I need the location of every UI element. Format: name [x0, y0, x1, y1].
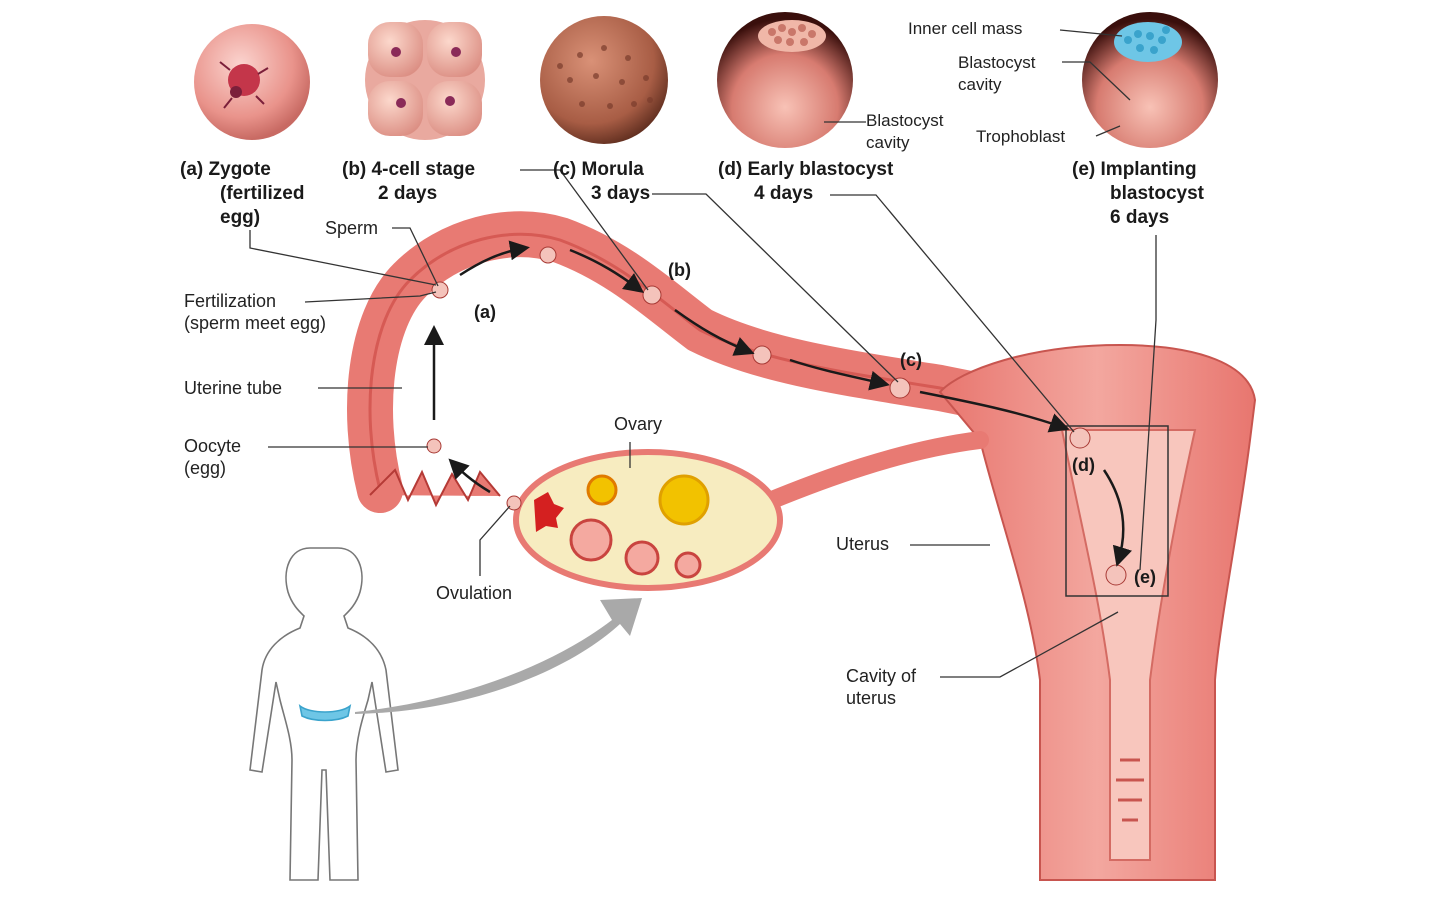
label-ovary: Ovary: [614, 414, 663, 434]
stage-name-cont: egg): [220, 207, 261, 228]
leader-lines: [249, 29, 1157, 678]
stage-letter: (e): [1072, 159, 1096, 180]
woman-silhouette: [249, 547, 399, 881]
zygote-illustration: [194, 24, 310, 140]
stage-name: Implanting: [1100, 159, 1197, 180]
site-marker-c: (c): [900, 350, 922, 370]
stage-label-zygote: (a) Zygote (fertilized egg): [180, 158, 304, 230]
label-blastocyst-cavity-e: Blastocyst cavity: [958, 53, 1036, 94]
label-oocyte: Oocyte (egg): [184, 436, 242, 478]
four-cell-illustration: [365, 20, 485, 140]
site-marker-a: (a): [474, 302, 496, 322]
stage-letter: (a): [180, 159, 204, 180]
site-marker-e: (e): [1134, 567, 1156, 587]
morula-illustration: [540, 16, 668, 144]
stage-label-morula: (c) Morula 3 days: [553, 158, 650, 206]
stage-letter: (b): [342, 159, 367, 180]
stage-time: 6 days: [1110, 207, 1170, 228]
stage-time: 2 days: [378, 183, 438, 204]
stage-name: Morula: [581, 159, 644, 180]
stage-name-cont: (fertilized: [220, 183, 305, 204]
stage-letter: (d): [718, 159, 743, 180]
stage-name: 4-cell stage: [371, 159, 476, 180]
label-ovulation: Ovulation: [436, 583, 513, 603]
stage-label-early-blastocyst: (d) Early blastocyst 4 days: [718, 158, 893, 206]
embryo-path: [426, 246, 1127, 586]
stage-name: Early blastocyst: [747, 159, 894, 180]
uterus-illustration: [751, 343, 1257, 881]
stage-time: 4 days: [754, 183, 814, 204]
label-blastocyst-cavity-d: Blastocyst cavity: [866, 111, 944, 152]
label-trophoblast: Trophoblast: [976, 127, 1066, 146]
early-blastocyst-illustration: [717, 12, 853, 148]
label-inner-cell-mass: Inner cell mass: [908, 19, 1023, 38]
zoom-arrow: [355, 598, 642, 714]
movement-arrows: [424, 240, 1133, 567]
implanting-blastocyst-illustration: [1082, 12, 1218, 148]
label-fertilization: Fertilization (sperm meet egg): [184, 291, 327, 333]
stage-label-implanting-blastocyst: (e) Implanting blastocyst 6 days: [1072, 158, 1204, 230]
ovary-illustration: [513, 449, 783, 591]
label-uterine-tube: Uterine tube: [184, 378, 283, 398]
site-marker-b: (b): [668, 260, 691, 280]
stage-time: 3 days: [591, 183, 651, 204]
stage-name: Zygote: [208, 159, 271, 180]
label-sperm: Sperm: [325, 218, 379, 238]
stage-letter: (c): [553, 159, 577, 180]
site-marker-d: (d): [1072, 455, 1095, 475]
label-cavity-of-uterus: Cavity of uterus: [846, 666, 917, 708]
stage-label-4-cell: (b) 4-cell stage 2 days: [342, 158, 475, 206]
label-uterus: Uterus: [836, 534, 890, 554]
stage-name-cont: blastocyst: [1110, 183, 1204, 204]
